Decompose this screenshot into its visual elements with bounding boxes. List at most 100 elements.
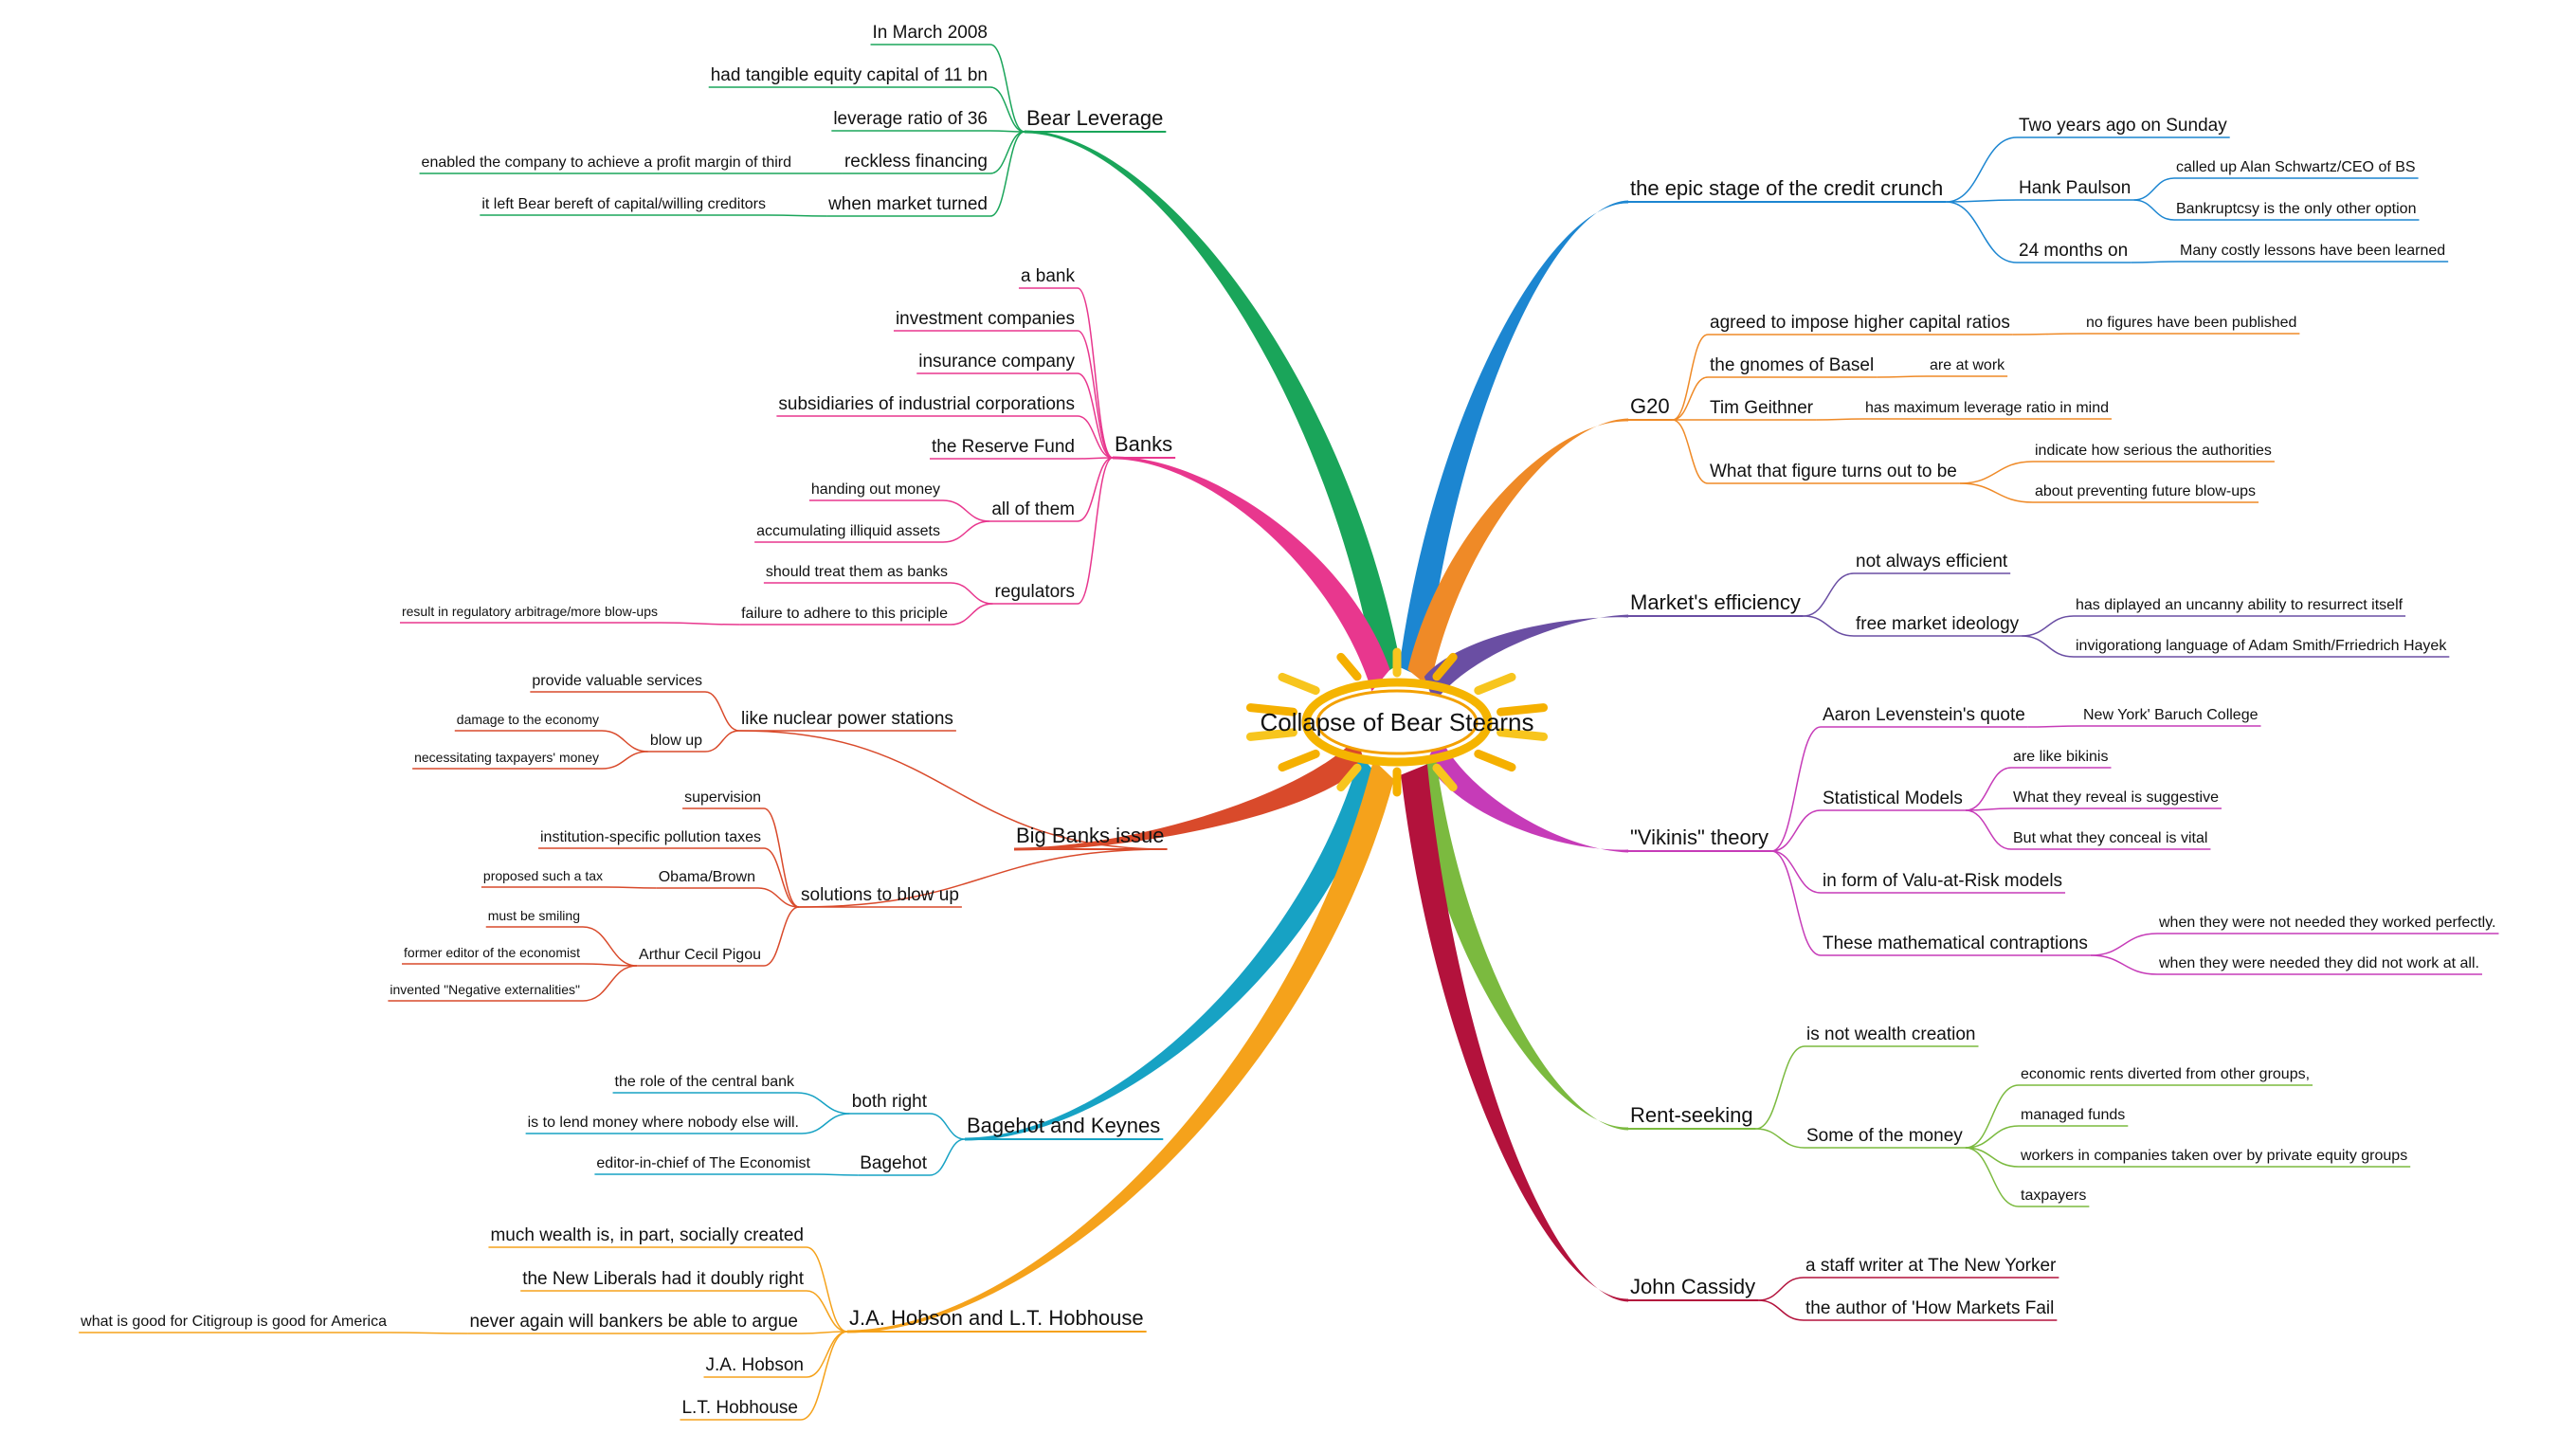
subtopic-provide-valuable-services[interactable]: provide valuable services xyxy=(532,673,702,689)
subtopic-proposed-such-a-tax[interactable]: proposed such a tax xyxy=(483,868,603,883)
subtopic-some-of-the-money[interactable]: Some of the money xyxy=(1806,1126,1963,1146)
subtopic-two-years-ago-on-sunday[interactable]: Two years ago on Sunday xyxy=(2019,116,2227,136)
subtopic-both-right[interactable]: both right xyxy=(852,1092,928,1112)
branch-topic-j-a-hobson-and-l-t-hobhouse[interactable]: J.A. Hobson and L.T. Hobhouse xyxy=(849,1306,1144,1330)
subtopic-much-wealth-is-in-part-socially-created[interactable]: much wealth is, in part, socially create… xyxy=(490,1225,804,1245)
subtopic-when-they-were-not-needed-they-worked-pe[interactable]: when they were not needed they worked pe… xyxy=(2158,915,2495,931)
subtopic-invented-negative-externalities[interactable]: invented "Negative externalities" xyxy=(390,982,580,997)
subtopic-about-preventing-future-blow-ups[interactable]: about preventing future blow-ups xyxy=(2035,483,2256,499)
subtopic-what-is-good-for-citigroup-is-good-for-a[interactable]: what is good for Citigroup is good for A… xyxy=(80,1314,387,1330)
subtopic-has-diplayed-an-uncanny-ability-to-resur[interactable]: has diplayed an uncanny ability to resur… xyxy=(2076,597,2404,613)
subtopic-it-left-bear-bereft-of-capital-willing-c[interactable]: it left Bear bereft of capital/willing c… xyxy=(481,196,766,212)
subtopic-result-in-regulatory-arbitrage-more-blow[interactable]: result in regulatory arbitrage/more blow… xyxy=(402,604,658,619)
subtopic-bagehot[interactable]: Bagehot xyxy=(860,1153,928,1173)
subtopic-leverage-ratio-of-36[interactable]: leverage ratio of 36 xyxy=(833,109,988,129)
branch-topic-g20[interactable]: G20 xyxy=(1630,394,1670,418)
subtopic-in-form-of-valu-at-risk-models[interactable]: in form of Valu-at-Risk models xyxy=(1823,871,2062,891)
subtopic-the-role-of-the-central-bank[interactable]: the role of the central bank xyxy=(615,1074,795,1090)
subtopic-never-again-will-bankers-be-able-to-argu[interactable]: never again will bankers be able to argu… xyxy=(470,1312,798,1332)
subtopic-l-t-hobhouse[interactable]: L.T. Hobhouse xyxy=(681,1398,798,1418)
subtopic-statistical-models[interactable]: Statistical Models xyxy=(1823,789,1963,808)
branch-topic-rent-seeking[interactable]: Rent-seeking xyxy=(1630,1103,1753,1127)
subtopic-when-they-were-needed-they-did-not-work-[interactable]: when they were needed they did not work … xyxy=(2158,955,2479,971)
subtopic-is-to-lend-money-where-nobody-else-will[interactable]: is to lend money where nobody else will. xyxy=(528,1115,799,1131)
subtopic-what-that-figure-turns-out-to-be[interactable]: What that figure turns out to be xyxy=(1710,462,1957,481)
subtopic-solutions-to-blow-up[interactable]: solutions to blow up xyxy=(801,885,959,905)
subtopic-a-staff-writer-at-the-new-yorker[interactable]: a staff writer at The New Yorker xyxy=(1805,1256,2057,1276)
sun-ray xyxy=(1336,763,1362,792)
subtopic-managed-funds[interactable]: managed funds xyxy=(2021,1107,2125,1123)
connector-line xyxy=(1771,809,1822,852)
subtopic-are-like-bikinis[interactable]: are like bikinis xyxy=(2013,749,2108,765)
subtopic-j-a-hobson[interactable]: J.A. Hobson xyxy=(706,1355,805,1375)
subtopic-institution-specific-pollution-taxes[interactable]: institution-specific pollution taxes xyxy=(540,829,761,845)
connector-line xyxy=(1755,1128,1805,1149)
subtopic-should-treat-them-as-banks[interactable]: should treat them as banks xyxy=(766,564,948,580)
branch-topic-banks[interactable]: Banks xyxy=(1115,432,1172,456)
subtopic-no-figures-have-been-published[interactable]: no figures have been published xyxy=(2086,315,2296,331)
subtopic-the-reserve-fund[interactable]: the Reserve Fund xyxy=(932,437,1075,457)
subtopic-obama-brown[interactable]: Obama/Brown xyxy=(659,869,755,885)
subtopic-accumulating-illiquid-assets[interactable]: accumulating illiquid assets xyxy=(756,523,940,539)
subtopic-bankruptcsy-is-the-only-other-option[interactable]: Bankruptcsy is the only other option xyxy=(2176,201,2416,217)
subtopic-necessitating-taxpayers-money[interactable]: necessitating taxpayers' money xyxy=(414,750,599,765)
subtopic-editor-in-chief-of-the-economist[interactable]: editor-in-chief of The Economist xyxy=(596,1155,810,1171)
subtopic-are-at-work[interactable]: are at work xyxy=(1930,357,2005,373)
subtopic-these-mathematical-contraptions[interactable]: These mathematical contraptions xyxy=(1823,934,2088,953)
subtopic-enabled-the-company-to-achieve-a-profit-[interactable]: enabled the company to achieve a profit … xyxy=(422,154,791,171)
subtopic-invigorationg-language-of-adam-smith-frr[interactable]: invigorationg language of Adam Smith/Frr… xyxy=(2076,638,2447,654)
connector-line xyxy=(2133,177,2175,201)
branch-topic-market-s-efficiency[interactable]: Market's efficiency xyxy=(1630,590,1801,614)
subtopic-what-they-reveal-is-suggestive[interactable]: What they reveal is suggestive xyxy=(2013,789,2219,806)
subtopic-24-months-on[interactable]: 24 months on xyxy=(2019,241,2128,261)
connector-line xyxy=(763,906,800,967)
branch-topic-bear-leverage[interactable]: Bear Leverage xyxy=(1026,106,1163,130)
subtopic-a-bank[interactable]: a bank xyxy=(1021,266,1076,286)
subtopic-when-market-turned[interactable]: when market turned xyxy=(827,194,988,214)
subtopic-free-market-ideology[interactable]: free market ideology xyxy=(1856,614,2020,634)
subtopic-damage-to-the-economy[interactable]: damage to the economy xyxy=(457,712,599,727)
subtopic-failure-to-adhere-to-this-priciple[interactable]: failure to adhere to this priciple xyxy=(741,606,948,622)
branch-topic-vikinis-theory[interactable]: "Vikinis" theory xyxy=(1630,825,1769,849)
subtopic-investment-companies[interactable]: investment companies xyxy=(896,309,1075,329)
connector-line xyxy=(989,131,1025,174)
subtopic-tim-geithner[interactable]: Tim Geithner xyxy=(1710,398,1814,418)
subtopic-taxpayers[interactable]: taxpayers xyxy=(2021,1188,2086,1204)
connector-line xyxy=(950,582,993,605)
subtopic-subsidiaries-of-industrial-corporations[interactable]: subsidiaries of industrial corporations xyxy=(778,394,1075,414)
subtopic-insurance-company[interactable]: insurance company xyxy=(918,352,1075,372)
subtopic-must-be-smiling[interactable]: must be smiling xyxy=(488,908,580,923)
subtopic-many-costly-lessons-have-been-learned[interactable]: Many costly lessons have been learned xyxy=(2180,243,2445,259)
branch-topic-john-cassidy[interactable]: John Cassidy xyxy=(1630,1275,1755,1298)
subtopic-the-author-of-how-markets-fail[interactable]: the author of 'How Markets Fail xyxy=(1805,1298,2054,1318)
branch-topic-bagehot-and-keynes[interactable]: Bagehot and Keynes xyxy=(967,1114,1160,1137)
branch-topic-the-epic-stage-of-the-credit-crunch[interactable]: the epic stage of the credit crunch xyxy=(1630,176,1943,200)
subtopic-has-maximum-leverage-ratio-in-mind[interactable]: has maximum leverage ratio in mind xyxy=(1865,400,2109,416)
subtopic-arthur-cecil-pigou[interactable]: Arthur Cecil Pigou xyxy=(639,947,761,963)
subtopic-not-always-efficient[interactable]: not always efficient xyxy=(1856,552,2008,571)
subtopic-all-of-them[interactable]: all of them xyxy=(991,499,1075,519)
subtopic-called-up-alan-schwartz-ceo-of-bs[interactable]: called up Alan Schwartz/CEO of BS xyxy=(2176,159,2416,175)
subtopic-regulators[interactable]: regulators xyxy=(995,582,1076,602)
subtopic-reckless-financing[interactable]: reckless financing xyxy=(844,152,988,172)
subtopic-but-what-they-conceal-is-vital[interactable]: But what they conceal is vital xyxy=(2013,830,2207,846)
subtopic-former-editor-of-the-economist[interactable]: former editor of the economist xyxy=(404,945,580,960)
subtopic-new-york-baruch-college[interactable]: New York' Baruch College xyxy=(2083,707,2259,723)
branch-topic-big-banks-issue[interactable]: Big Banks issue xyxy=(1016,824,1165,847)
subtopic-supervision[interactable]: supervision xyxy=(684,789,761,806)
subtopic-handing-out-money[interactable]: handing out money xyxy=(811,481,940,498)
subtopic-aaron-levenstein-s-quote[interactable]: Aaron Levenstein's quote xyxy=(1823,705,2025,725)
subtopic-hank-paulson[interactable]: Hank Paulson xyxy=(2019,178,2131,198)
subtopic-is-not-wealth-creation[interactable]: is not wealth creation xyxy=(1806,1025,1976,1044)
subtopic-the-new-liberals-had-it-doubly-right[interactable]: the New Liberals had it doubly right xyxy=(522,1269,805,1289)
subtopic-blow-up[interactable]: blow up xyxy=(650,733,702,749)
subtopic-agreed-to-impose-higher-capital-ratios[interactable]: agreed to impose higher capital ratios xyxy=(1710,313,2010,333)
subtopic-economic-rents-diverted-from-other-group[interactable]: economic rents diverted from other group… xyxy=(2021,1066,2310,1082)
subtopic-indicate-how-serious-the-authorities[interactable]: indicate how serious the authorities xyxy=(2035,443,2272,459)
central-topic[interactable]: Collapse of Bear Stearns xyxy=(1245,647,1549,797)
subtopic-the-gnomes-of-basel[interactable]: the gnomes of Basel xyxy=(1710,355,1874,375)
subtopic-workers-in-companies-taken-over-by-priva[interactable]: workers in companies taken over by priva… xyxy=(2020,1148,2407,1164)
subtopic-had-tangible-equity-capital-of-11-bn[interactable]: had tangible equity capital of 11 bn xyxy=(711,65,988,85)
subtopic-like-nuclear-power-stations[interactable]: like nuclear power stations xyxy=(741,709,953,729)
subtopic-in-march-2008[interactable]: In March 2008 xyxy=(873,23,988,43)
